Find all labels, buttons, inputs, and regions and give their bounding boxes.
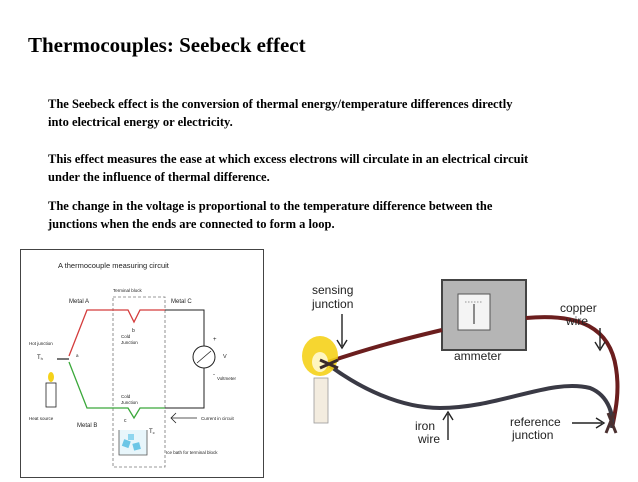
candle-icon [45,382,57,408]
iron-wire-label-1: iron [415,419,435,433]
paragraph-line: under the influence of thermal differenc… [48,170,270,184]
metal-a-wire [68,309,165,357]
metal-b-wire [68,361,165,420]
sensing-arrow-icon [336,339,348,350]
metal-c-wire-top [165,309,205,346]
node-c-label: c [124,418,127,424]
candle-icon [313,377,329,424]
paragraph-line: The change in the voltage is proportiona… [48,199,493,213]
paragraph-line: The Seebeck effect is the conversion of … [48,97,513,111]
copper-arrow-icon [594,341,606,352]
copper-wire-label-2: wire [565,314,588,328]
th-label: Th [37,355,43,361]
copper-wire-label-1: copper [560,301,597,315]
flame-icon [48,372,54,382]
paragraph-line: junctions when the ends are connected to… [48,217,335,231]
node-a-label: a [76,353,79,358]
reference-arrow-icon [595,417,606,429]
hot-junction-label: Hot junction [29,341,53,346]
ice-cube-icon [121,439,131,449]
thermocouple-illustration-svg: ammeter sensing junction copper wire iro… [302,279,620,446]
cold-junction-top-label-2: Junction [121,340,138,345]
terminal-block-box [112,296,166,468]
ice-bath-label: Ice bath for terminal block [166,450,218,455]
tc-label: Tc [149,429,155,435]
minus-label: - [213,372,215,378]
current-label: Current in circuit [201,416,235,421]
reference-junction-twist [604,412,618,434]
cold-junction-bottom-label-1: Cold [121,394,131,399]
paragraph-line: This effect measures the ease at which e… [48,152,529,166]
cold-junction-bottom-label-2: Junction [121,400,138,405]
ice-cube-icon [132,442,141,451]
circuit-diagram: A thermocouple measuring circuit Termina… [20,249,264,478]
cold-junction-top-label-1: Cold [121,334,131,339]
sensing-junction-twist [319,358,339,370]
sensing-junction-label-2: junction [311,297,353,311]
heat-source-label: Heat source [29,416,54,421]
copper-wire-right [525,315,620,429]
metal-c-label: Metal C [171,299,192,305]
circuit-title: A thermocouple measuring circuit [58,261,170,270]
tc-subscript: c [153,430,155,435]
th-subscript: h [41,356,43,361]
metal-b-label: Metal B [77,423,97,429]
v-label: V [223,354,227,360]
metal-c-wire-bottom [165,368,205,409]
iron-arrow-icon [442,410,454,421]
iron-wire [328,364,615,429]
paragraph-line: into electrical energy or electricity. [48,115,233,129]
ammeter-label: ammeter [454,349,501,363]
reference-junction-label-2: junction [511,428,553,442]
voltmeter-label: Voltmeter [217,376,237,381]
th-symbol: T [37,355,41,361]
terminal-block-label: Terminal block [113,288,143,293]
copper-wire-left [327,328,443,364]
voltmeter-needle [196,350,212,364]
paragraph-electron-circulation: This effect measures the ease at which e… [48,150,618,186]
current-arrow-icon [170,412,177,424]
metal-a-label: Metal A [69,299,89,305]
circuit-diagram-svg: A thermocouple measuring circuit Termina… [29,261,237,468]
ice-cube-icon [128,434,134,440]
paragraph-voltage-proportional: The change in the voltage is proportiona… [48,197,618,233]
reference-junction-label-1: reference [510,415,561,429]
paragraph-seebeck-definition: The Seebeck effect is the conversion of … [48,95,618,131]
iron-wire-label-2: wire [417,432,440,446]
sensing-junction-label-1: sensing [312,283,353,297]
slide-title: Thermocouples: Seebeck effect [28,33,306,57]
tc-symbol: T [149,429,153,435]
plus-label: + [213,337,217,343]
thermocouple-illustration: ammeter sensing junction copper wire iro… [290,268,630,473]
node-b-label: b [132,328,135,334]
